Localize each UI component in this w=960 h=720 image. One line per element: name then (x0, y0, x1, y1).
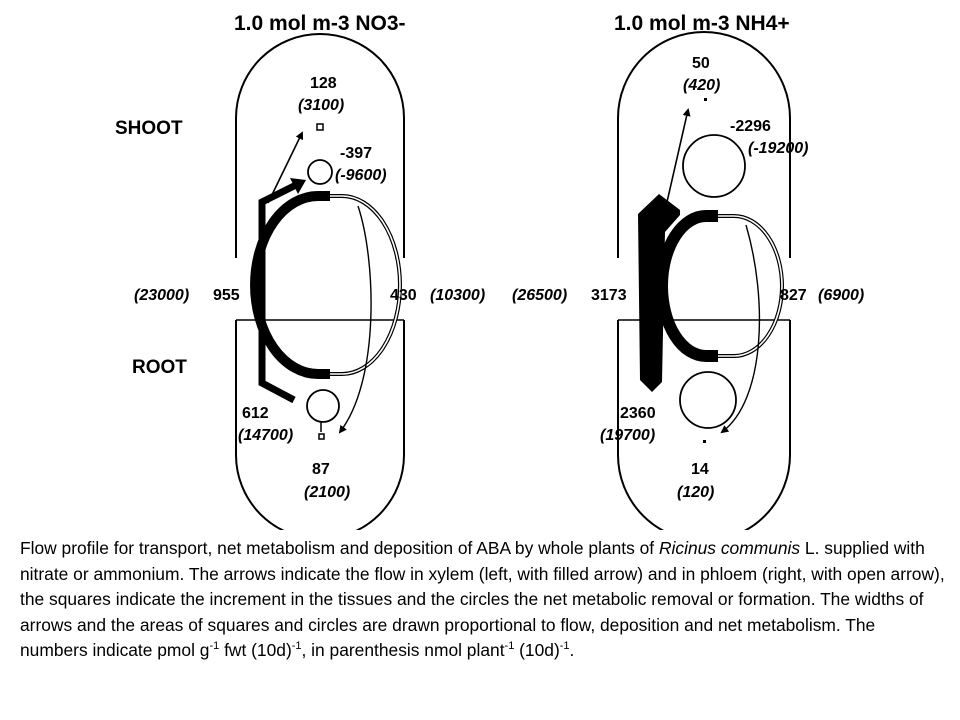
ammonium-phloem-flow: 827 (780, 287, 807, 304)
ammonium-shoot-outline (617, 31, 791, 258)
ammonium-shoot-increment: 50 (692, 55, 710, 72)
ammonium-shoot-metabolism: -2296 (730, 118, 771, 135)
ammonium-shoot-increment-square (704, 98, 707, 101)
ammonium-phloem-loop (718, 214, 784, 358)
ammonium-panel: 1.0 mol m-3 NH4+ 50 (420) -2296 (-19200)… (512, 12, 864, 530)
ammonium-xylem-loop (656, 210, 718, 362)
ammonium-root-metabolism-plant: (19700) (600, 427, 655, 444)
caption-text-4: , in parenthesis nmol plant (301, 640, 505, 661)
nitrate-heading: 1.0 mol m-3 NO3- (234, 12, 406, 35)
ammonium-root-metabolism-circle (679, 371, 737, 429)
ammonium-phloem-flow-plant: (6900) (818, 287, 864, 304)
nitrate-phloem-flow-plant: (10300) (430, 287, 485, 304)
caption-text-1: Flow profile for transport, net metaboli… (20, 538, 659, 558)
nitrate-panel: 1.0 mol m-3 NO3- 128 (3100) -397 (-9600)… (134, 12, 485, 530)
caption-sup-1: -1 (209, 640, 220, 653)
nitrate-root-increment-plant: (2100) (304, 484, 350, 501)
root-label: ROOT (132, 357, 187, 378)
ammonium-root-increment-square (703, 440, 706, 443)
nitrate-shoot-metabolism: -397 (340, 145, 372, 162)
ammonium-root-increment: 14 (691, 461, 709, 478)
nitrate-xylem-flow-plant: (23000) (134, 287, 189, 304)
nitrate-shoot-metabolism-circle (307, 159, 333, 185)
caption-species: Ricinus communis (658, 538, 801, 558)
ammonium-shoot-metabolism-circle (682, 134, 746, 198)
caption-text-6: . (569, 640, 575, 661)
shoot-label: SHOOT (115, 118, 183, 139)
nitrate-shoot-increment-square (316, 123, 324, 131)
nitrate-shoot-increment: 128 (310, 75, 337, 92)
caption-sup-2: -1 (291, 640, 302, 653)
flow-diagram: 1.0 mol m-3 NO3- 128 (3100) -397 (-9600)… (115, 12, 864, 530)
ammonium-root-metabolism: 2360 (620, 405, 656, 422)
nitrate-root-metabolism-circle (306, 389, 340, 423)
nitrate-root-outline (235, 320, 405, 530)
ammonium-shoot-increment-plant: (420) (683, 77, 720, 94)
nitrate-phloem-flow: 430 (390, 287, 417, 304)
ammonium-xylem-flow: 3173 (591, 287, 627, 304)
nitrate-xylem-flow: 955 (213, 287, 240, 304)
ammonium-root-increment-plant: (120) (677, 484, 714, 501)
nitrate-root-metabolism-plant: (14700) (238, 427, 293, 444)
caption-text-2: L. supplied with nitrate or ammonium. Th… (20, 538, 945, 661)
ammonium-shoot-metabolism-plant: (-19200) (748, 140, 808, 157)
nitrate-shoot-metabolism-plant: (-9600) (335, 167, 387, 184)
nitrate-shoot-outline (235, 33, 405, 258)
nitrate-phloem-loop (330, 194, 402, 376)
ammonium-xylem-flow-plant: (26500) (512, 287, 567, 304)
ammonium-xylem-arrow (638, 194, 680, 392)
caption-sup-3: -1 (504, 640, 515, 653)
nitrate-xylem-arrow (258, 179, 302, 404)
caption-sup-4: -1 (559, 640, 570, 653)
figure-caption: Flow profile for transport, net metaboli… (20, 536, 945, 664)
ammonium-heading: 1.0 mol m-3 NH4+ (614, 12, 790, 35)
nitrate-root-metabolism: 612 (242, 405, 269, 422)
nitrate-shoot-increment-plant: (3100) (298, 97, 344, 114)
caption-text-5: (10d) (514, 640, 560, 661)
nitrate-root-increment-square (318, 433, 325, 440)
nitrate-xylem-loop (250, 191, 330, 379)
nitrate-root-increment: 87 (312, 461, 330, 478)
caption-text-3: fwt (10d) (219, 640, 292, 661)
ammonium-root-outline (617, 320, 791, 530)
